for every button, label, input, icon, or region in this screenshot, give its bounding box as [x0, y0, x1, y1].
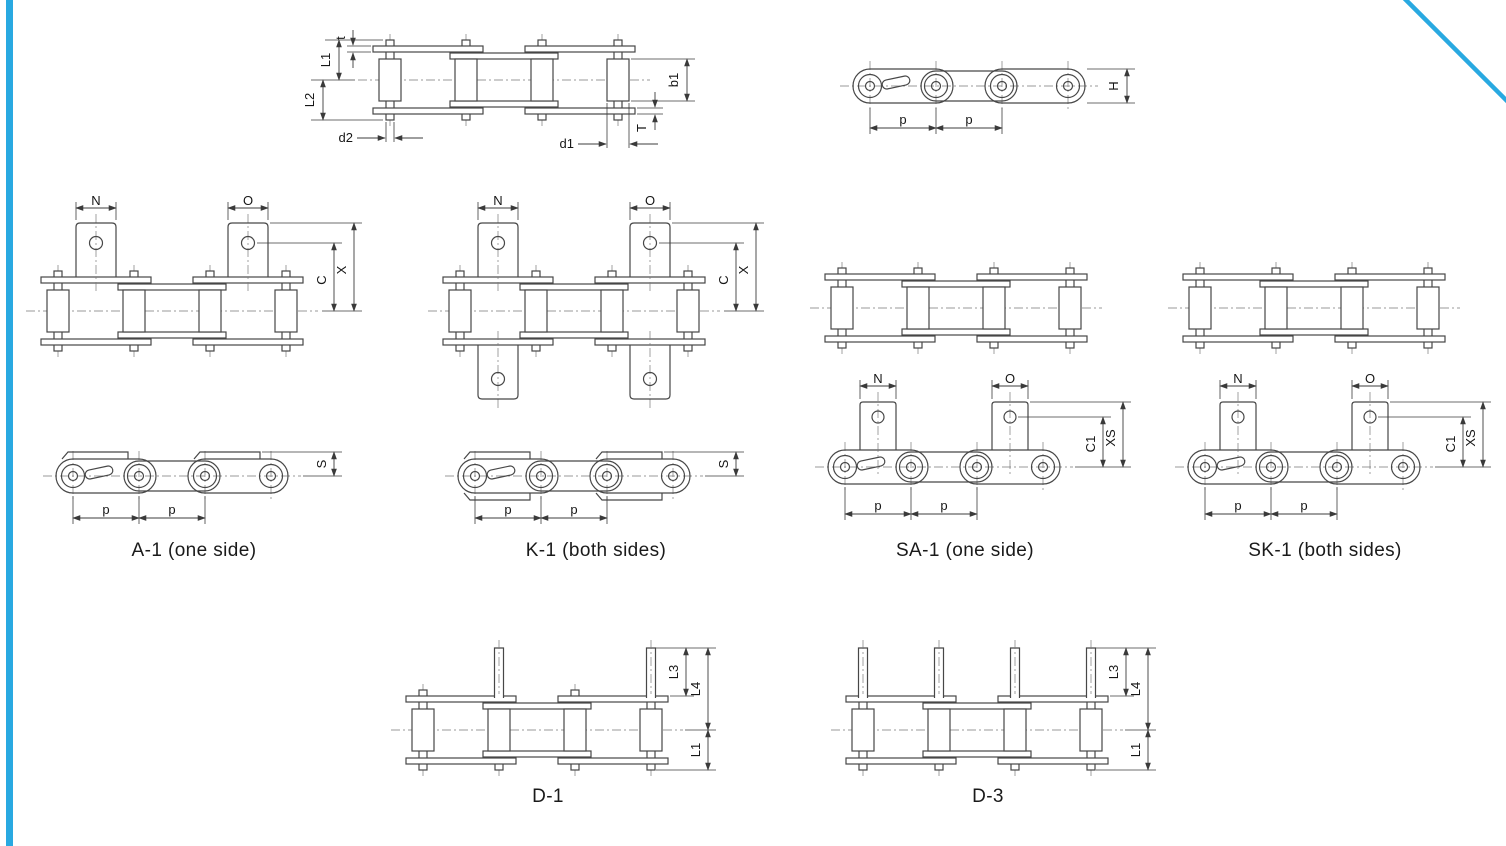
dim-label-b1: b1: [666, 73, 681, 87]
corner-accent-line: [1402, 0, 1506, 104]
a1-attachment-side-view: S p p: [42, 450, 342, 524]
dim-label-o: O: [645, 196, 655, 208]
dim-label-p2: p: [168, 502, 175, 517]
sk1-chain-plan-view: [1167, 261, 1461, 355]
dim-label-x: X: [736, 265, 751, 274]
caption-k1: K-1 (both sides): [525, 540, 667, 561]
dim-label-n: N: [1233, 372, 1242, 386]
dim-label-l4: L4: [1128, 682, 1143, 696]
left-accent-bar: [6, 0, 13, 846]
dim-label-xs: XS: [1103, 429, 1118, 447]
caption-d1: D-1: [532, 786, 564, 807]
dim-label-n: N: [493, 196, 502, 208]
dim-label-o: O: [243, 196, 253, 208]
dim-label-h: H: [1106, 81, 1121, 90]
k1-attachment-side-view: S p p: [444, 450, 744, 524]
dim-label-p2: p: [965, 112, 972, 127]
dim-label-l3: L3: [666, 665, 681, 679]
dim-label-d2: d2: [339, 130, 353, 145]
dim-label-l1: L1: [688, 743, 703, 757]
caption-sa1: SA-1 (one side): [895, 540, 1034, 561]
k1-attachment-front-view: N O C X: [427, 196, 764, 408]
dim-label-n: N: [91, 196, 100, 208]
dim-label-l2: L2: [302, 93, 317, 107]
dim-label-c1: C1: [1443, 436, 1458, 453]
dim-label-p1: p: [899, 112, 906, 127]
sk1-attachment-side-view: N O C1 XS p p: [1174, 372, 1491, 520]
dim-label-c: C: [716, 275, 731, 284]
caption-sk1: SK-1 (both sides): [1248, 540, 1402, 561]
dim-label-T: T: [634, 124, 649, 132]
dim-label-p2: p: [940, 498, 947, 513]
dim-label-s: S: [314, 459, 329, 468]
dim-label-xs: XS: [1463, 429, 1478, 447]
caption-a1: A-1 (one side): [131, 540, 257, 561]
dim-label-p1: p: [1234, 498, 1241, 513]
dim-label-p2: p: [1300, 498, 1307, 513]
dim-label-c1: C1: [1083, 436, 1098, 453]
dim-label-l1: L1: [318, 53, 333, 67]
chain-side-view-diagram: H p p: [839, 60, 1135, 134]
sa1-chain-plan-view: [809, 261, 1103, 355]
dim-label-x: X: [334, 265, 349, 274]
dim-label-p1: p: [874, 498, 881, 513]
d1-extended-pin-view: L3 L4 L1: [390, 640, 716, 777]
dim-label-l4: L4: [688, 682, 703, 696]
d3-extended-pin-view: L3 L4 L1: [830, 640, 1156, 777]
dim-label-d1: d1: [560, 136, 574, 151]
dim-label-s: S: [716, 459, 731, 468]
a1-attachment-front-view: N O C X: [25, 196, 362, 358]
dim-label-c: C: [314, 275, 329, 284]
dim-label-p1: p: [504, 502, 511, 517]
dim-label-l1: L1: [1128, 743, 1143, 757]
dim-label-o: O: [1365, 372, 1375, 386]
caption-d3: D-3: [972, 786, 1004, 807]
dim-label-l3: L3: [1106, 665, 1121, 679]
dim-label-n: N: [873, 372, 882, 386]
dim-label-p2: p: [570, 502, 577, 517]
chain-plan-view-diagram: L1 L2 t d2 b1 T d1: [302, 30, 695, 151]
sa1-attachment-side-view: N O C1 XS p p: [814, 372, 1131, 520]
dim-label-t: t: [333, 36, 348, 40]
dim-label-p1: p: [102, 502, 109, 517]
dim-label-o: O: [1005, 372, 1015, 386]
